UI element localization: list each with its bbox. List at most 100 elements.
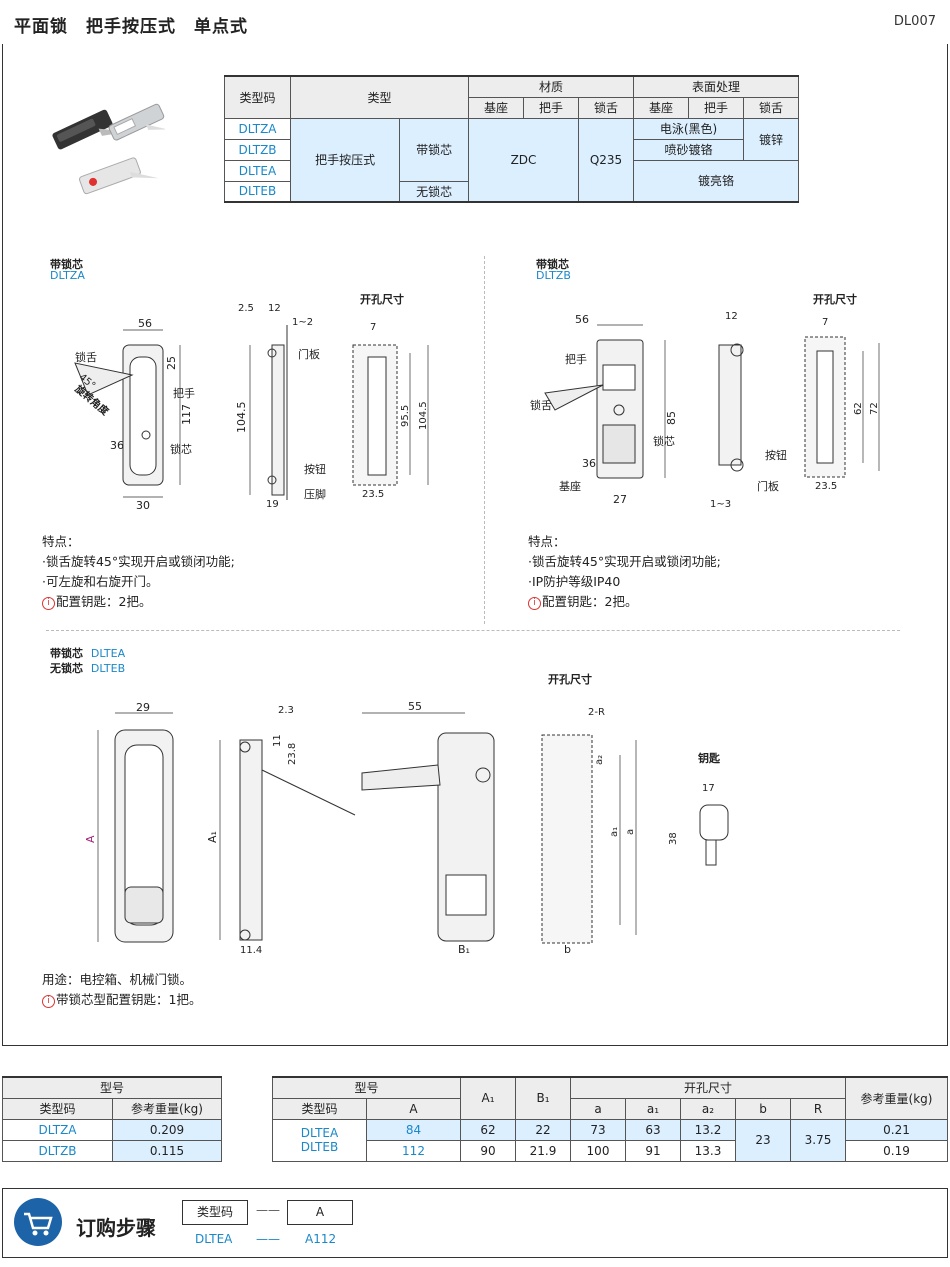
dim-label: 23.8 xyxy=(287,743,298,765)
dim-label: 36 xyxy=(582,457,596,470)
th-surf-base: 基座 xyxy=(633,96,689,119)
dim-label: B₁ xyxy=(458,943,470,956)
product-photo xyxy=(52,103,165,195)
th-A: A xyxy=(366,1097,461,1120)
dim-label: 117 xyxy=(180,404,193,425)
dim-label: 2.5 xyxy=(238,303,254,314)
dim-label: 1~3 xyxy=(710,499,731,510)
cart-icon xyxy=(14,1198,62,1246)
table-cell: 91 xyxy=(625,1139,681,1162)
th-A1: A₁ xyxy=(460,1076,516,1120)
dim-label: 29 xyxy=(136,701,150,714)
label-nolock: 无锁芯 xyxy=(50,662,83,675)
table-cell: 73 xyxy=(570,1118,626,1141)
table-cell: DLTZB xyxy=(2,1139,113,1162)
table-cell: 3.75 xyxy=(790,1118,846,1162)
spec-table: 类型码 类型 材质 表面处理 基座 把手 锁舌 基座 把手 锁舌 DLTZA 把… xyxy=(224,75,799,203)
th-surf-tongue: 锁舌 xyxy=(743,96,799,119)
code-cell: DLTZA xyxy=(224,117,291,140)
part-label: 门板 xyxy=(298,347,320,361)
th-mat-base: 基座 xyxy=(468,96,524,119)
dim-label: A xyxy=(84,835,97,843)
table-cell: 0.209 xyxy=(112,1118,222,1141)
catalog-code: DL007 xyxy=(893,14,936,29)
th-a2: a₂ xyxy=(680,1097,736,1120)
info-icon: i xyxy=(528,597,541,610)
table-cell: 0.115 xyxy=(112,1139,222,1162)
table-cell: 112 xyxy=(366,1139,461,1162)
order-box-a: A xyxy=(287,1200,353,1225)
dim-label: 56 xyxy=(138,317,152,330)
dim-label: a₁ xyxy=(609,827,620,837)
dim-label: a₂ xyxy=(594,755,605,765)
type-main-cell: 把手按压式 xyxy=(289,117,401,203)
th-surface: 表面处理 xyxy=(633,75,799,98)
code-nolock: DLTEB xyxy=(90,662,126,675)
dim-label: 7 xyxy=(822,317,828,328)
table-cell: 84 xyxy=(366,1118,461,1141)
mat-base-cell: ZDC xyxy=(468,117,579,203)
dim-label: 2.3 xyxy=(278,705,294,716)
dim-label: 36 xyxy=(110,439,124,452)
sec2-label: 带锁芯 xyxy=(536,258,569,271)
dim-label: 62 xyxy=(853,402,864,415)
dim-label: 2-R xyxy=(588,707,605,718)
dim-label: 30 xyxy=(136,499,150,512)
page-title: 平面锁 把手按压式 单点式 xyxy=(14,17,248,37)
dim-label: 11.4 xyxy=(240,945,262,956)
dim-label: 72 xyxy=(869,402,880,415)
th-R: R xyxy=(790,1097,846,1120)
feature-info: 配置钥匙：2把。 xyxy=(542,594,638,609)
th-a: a xyxy=(570,1097,626,1120)
info-icon: i xyxy=(42,995,55,1008)
table-cell: 22 xyxy=(515,1118,571,1141)
sec3-label-lock: 带锁芯 DLTEA xyxy=(50,645,125,661)
code-text: DLTEA xyxy=(300,1126,339,1140)
cut-title: 开孔尺寸 xyxy=(360,292,404,306)
part-label: 门板 xyxy=(757,479,779,493)
table-cell: DLTZA xyxy=(2,1118,113,1141)
th-model: 型号 xyxy=(2,1076,222,1099)
part-label: 基座 xyxy=(559,479,581,493)
sec2-drawing: 56 85 36 27 把手 锁舌 锁芯 基座 12 1~3 按钮 门板 开孔尺… xyxy=(530,292,880,510)
key-title: 钥匙 xyxy=(698,752,720,765)
code-lock: DLTEA xyxy=(90,647,126,660)
order-steps-box xyxy=(2,1188,948,1258)
dim-label: 27 xyxy=(613,493,627,506)
part-label: 把手 xyxy=(565,352,587,366)
order-example-code: DLTEA xyxy=(195,1232,233,1246)
sec1-code: DLTZA xyxy=(50,269,85,282)
table-cell: 100 xyxy=(570,1139,626,1162)
sec1-drawing: 56 117 25 30 36 45° 旋转角度 锁舌 把手 锁芯 2.5 12… xyxy=(72,292,429,512)
part-label: 锁舌 xyxy=(75,350,97,364)
code-cell: DLTZB xyxy=(224,138,291,161)
table-cell: 21.9 xyxy=(515,1139,571,1162)
dim-label: 17 xyxy=(702,783,715,794)
th-material: 材质 xyxy=(468,75,634,98)
dim-label: 12 xyxy=(725,311,738,322)
dim-label: b xyxy=(564,943,571,956)
table-cell: 62 xyxy=(460,1118,516,1141)
feature-item: ·锁舌旋转45°实现开启或锁闭功能; xyxy=(528,554,721,569)
usage-info: 带锁芯型配置钥匙：1把。 xyxy=(56,992,202,1007)
th-type: 类型 xyxy=(290,75,469,119)
code-cell: DLTEB xyxy=(224,180,291,203)
dim-label: 1~2 xyxy=(292,317,313,328)
sec3-drawing: 29 A 2.3 11 23.8 A₁ 11.4 55 B₁ 2-R a₂ a₁… xyxy=(84,700,729,956)
table-cell: 13.3 xyxy=(680,1139,736,1162)
order-box-code: 类型码 xyxy=(182,1200,248,1225)
part-label: 按钮 xyxy=(765,448,787,462)
dim-label: 95.5 xyxy=(400,405,411,427)
part-label: 按钮 xyxy=(304,462,326,476)
weight-table-left: 型号 类型码 参考重量(kg) DLTZA 0.209 DLTZB 0.115 xyxy=(2,1076,222,1162)
dim-label: 23.5 xyxy=(815,481,837,492)
dim-label: 12 xyxy=(268,303,281,314)
dim-label: 55 xyxy=(408,700,422,713)
th-code: 类型码 xyxy=(272,1097,367,1120)
cut-title: 开孔尺寸 xyxy=(813,292,857,306)
th-code: 类型码 xyxy=(224,75,291,119)
part-label: 锁舌 xyxy=(530,398,552,412)
dim-label: 11 xyxy=(272,734,283,747)
part-label: 压脚 xyxy=(304,487,326,501)
dim-label: 104.5 xyxy=(418,401,429,430)
